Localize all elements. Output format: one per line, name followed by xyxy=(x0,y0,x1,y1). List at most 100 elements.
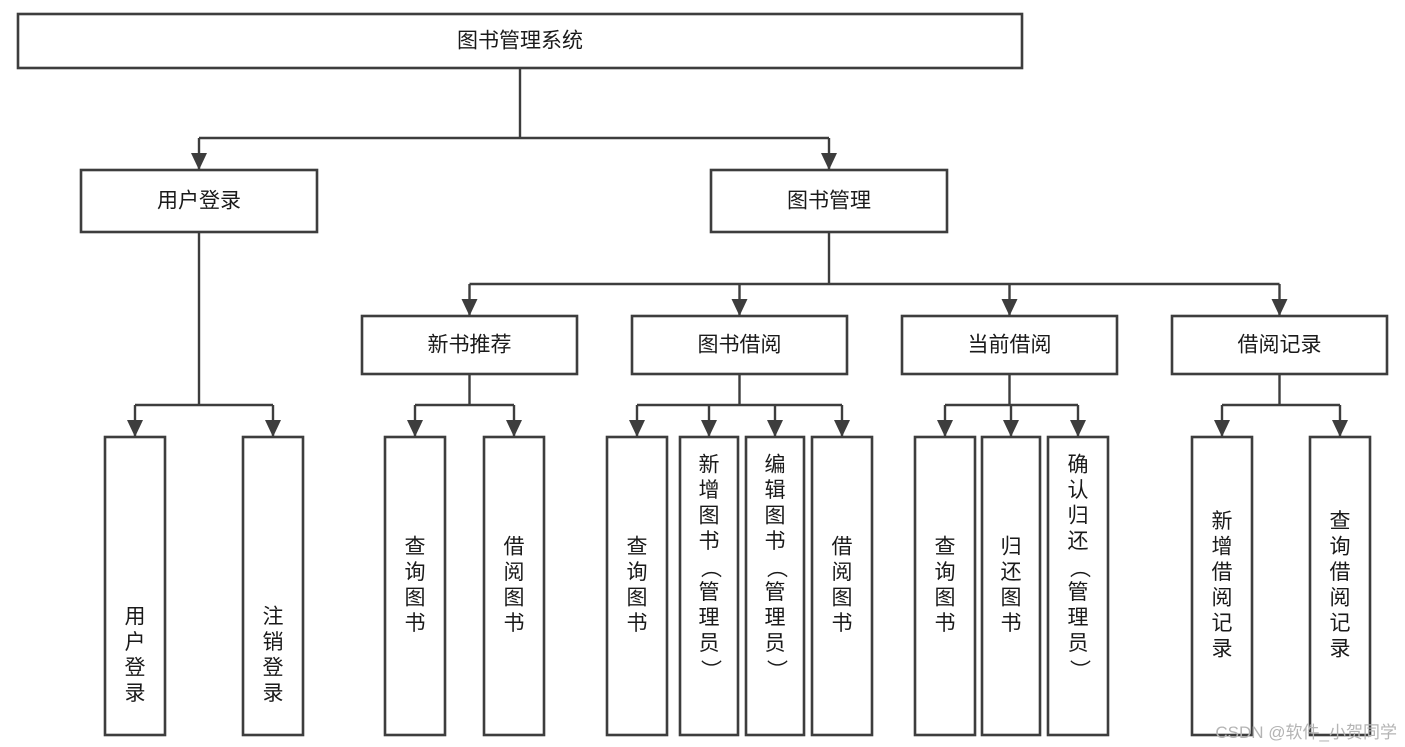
arrow-head-icon xyxy=(461,299,478,316)
node-label-char: 书 xyxy=(405,612,426,635)
node-label-char: 录 xyxy=(1330,637,1351,660)
node-leaf-add-borrow-record[interactable]: 新增借阅记录新增借阅记录 xyxy=(0,0,1254,737)
node-label-char: ） xyxy=(698,659,721,680)
node-label-char: 理 xyxy=(1068,606,1089,629)
node-label-char: 还 xyxy=(1068,530,1089,553)
node-box-book-management xyxy=(709,168,949,234)
node-label-char: 查 xyxy=(1330,510,1351,533)
node-label-book-management: 图书管理 xyxy=(787,190,871,213)
node-box-leaf-add-borrow-record xyxy=(1190,435,1254,737)
arrow-head-icon xyxy=(937,420,953,437)
node-box-new-book-recommend xyxy=(360,314,579,376)
node-box-leaf-query-borrow-record xyxy=(1308,435,1372,737)
node-label-char: 询 xyxy=(1330,535,1351,558)
node-leaf-logout-login[interactable]: 注销登录注销登录 xyxy=(0,0,305,737)
node-label-char: 登 xyxy=(125,656,146,679)
node-root[interactable]: 图书管理系统 xyxy=(16,12,1024,70)
node-label-char: 认 xyxy=(1068,479,1089,502)
node-box-current-borrow xyxy=(900,314,1119,376)
node-label-char: ） xyxy=(764,659,787,680)
arrow-head-icon xyxy=(506,420,522,437)
node-box-leaf-query-book-2 xyxy=(605,435,669,737)
node-label-root: 图书管理系统 xyxy=(457,30,583,53)
node-label-char: 归 xyxy=(1001,535,1022,558)
node-label-char: 还 xyxy=(1001,561,1022,584)
node-label-char: 销 xyxy=(263,631,284,654)
node-label-char: 记 xyxy=(1212,612,1233,635)
node-leaf-query-book-3[interactable]: 查询图书查询图书 xyxy=(0,0,977,737)
node-label-char: 书 xyxy=(832,612,853,635)
node-leaf-query-book-2[interactable]: 查询图书查询图书 xyxy=(0,0,669,737)
node-label-current-borrow: 当前借阅 xyxy=(968,334,1052,357)
node-label-char: 管 xyxy=(699,581,720,604)
node-label-char: 员 xyxy=(1068,632,1089,655)
node-leaf-user-login[interactable]: 用户登录用户登录 xyxy=(0,0,167,737)
arrow-head-icon xyxy=(191,153,207,170)
node-label-char: 注 xyxy=(263,605,284,628)
node-label-char: 图 xyxy=(627,586,648,609)
node-current-borrow[interactable]: 当前借阅 xyxy=(900,314,1119,376)
node-new-book-recommend[interactable]: 新书推荐 xyxy=(360,314,579,376)
conn-bookmgmt-to-level3 xyxy=(461,232,1288,316)
node-leaf-borrow-book-1[interactable]: 借阅图书借阅图书 xyxy=(0,0,546,737)
node-label-char: 询 xyxy=(935,561,956,584)
node-label-user-login: 用户登录 xyxy=(157,190,241,213)
node-user-login[interactable]: 用户登录 xyxy=(79,168,319,234)
node-box-leaf-query-book-3 xyxy=(913,435,977,737)
node-label-char: 书 xyxy=(699,530,720,553)
node-box-leaf-add-book-admin xyxy=(678,435,740,737)
node-label-char: 新 xyxy=(699,453,720,476)
node-label-char: 归 xyxy=(1068,504,1089,527)
node-label-char: 理 xyxy=(699,606,720,629)
arrow-head-icon xyxy=(1214,420,1230,437)
node-label-char: 查 xyxy=(405,535,426,558)
node-label-char: 阅 xyxy=(1330,586,1351,609)
node-label-char: 书 xyxy=(627,612,648,635)
arrow-head-icon xyxy=(629,420,645,437)
node-label-char: 借 xyxy=(1330,561,1351,584)
node-label-char: 借 xyxy=(504,535,525,558)
arrow-head-icon xyxy=(701,420,717,437)
node-book-borrow[interactable]: 图书借阅 xyxy=(630,314,849,376)
node-label-char: 理 xyxy=(765,606,786,629)
node-box-borrow-record xyxy=(1170,314,1389,376)
node-box-leaf-confirm-return-admin xyxy=(1046,435,1110,737)
node-box-leaf-user-login xyxy=(103,435,167,737)
arrow-head-icon xyxy=(1070,420,1086,437)
node-borrow-record[interactable]: 借阅记录 xyxy=(1170,314,1389,376)
conn-currentborrow-to-leaves xyxy=(937,374,1086,437)
node-label-char: 图 xyxy=(765,504,786,527)
node-leaf-query-borrow-record[interactable]: 查询借阅记录查询借阅记录 xyxy=(0,0,1372,737)
arrow-head-icon xyxy=(1001,299,1018,316)
node-label-char: 书 xyxy=(935,612,956,635)
node-leaf-query-book-1[interactable]: 查询图书查询图书 xyxy=(0,0,447,737)
node-label-char: 录 xyxy=(1212,637,1233,660)
node-label-borrow-record: 借阅记录 xyxy=(1238,334,1322,357)
node-label-char: 书 xyxy=(765,530,786,553)
conn-bookborrow-to-leaves xyxy=(629,374,850,437)
node-layer: 图书管理系统用户登录图书管理新书推荐图书借阅当前借阅借阅记录用户登录用户登录注销… xyxy=(0,0,1389,737)
node-label-char: 查 xyxy=(935,535,956,558)
node-label-char: 查 xyxy=(627,535,648,558)
arrow-head-icon xyxy=(767,420,783,437)
arrow-head-icon xyxy=(127,420,143,437)
node-label-char: 书 xyxy=(1001,612,1022,635)
node-label-char: 阅 xyxy=(504,561,525,584)
node-label-char: 询 xyxy=(405,561,426,584)
node-book-management[interactable]: 图书管理 xyxy=(709,168,949,234)
node-label-char: 询 xyxy=(627,561,648,584)
node-label-char: 借 xyxy=(1212,561,1233,584)
arrow-head-icon xyxy=(731,299,748,316)
node-label-char: 图 xyxy=(832,586,853,609)
node-label-char: 辑 xyxy=(765,479,786,502)
node-label-char: 新 xyxy=(1212,510,1233,533)
node-box-leaf-logout-login xyxy=(241,435,305,737)
arrow-head-icon xyxy=(821,153,837,170)
node-leaf-borrow-book-2[interactable]: 借阅图书借阅图书 xyxy=(0,0,874,737)
node-leaf-return-book[interactable]: 归还图书归还图书 xyxy=(0,0,1042,737)
arrow-head-icon xyxy=(1332,420,1348,437)
